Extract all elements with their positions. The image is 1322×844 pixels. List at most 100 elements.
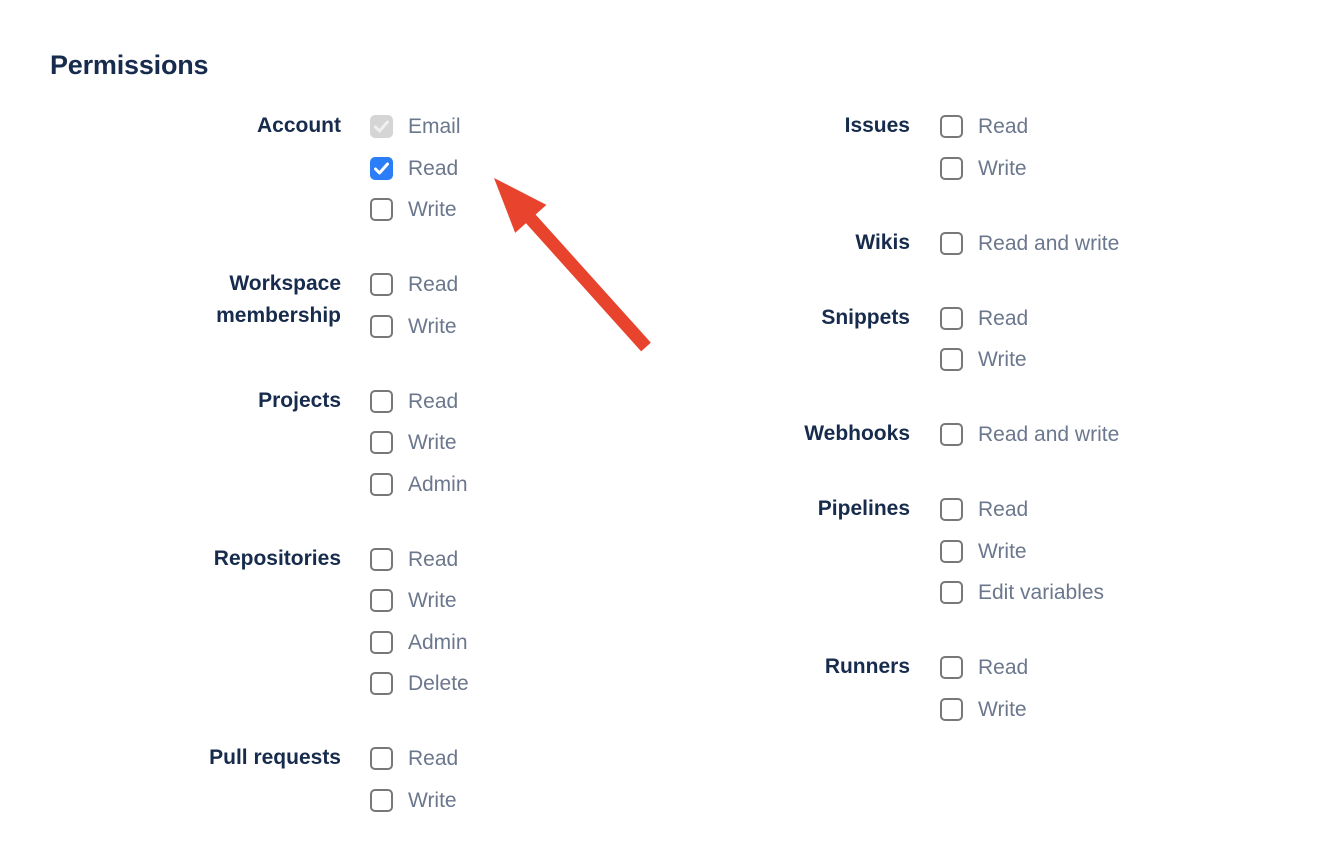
checkbox-wikis-read-and-write[interactable] — [940, 231, 963, 255]
checkbox-repositories-read[interactable] — [370, 547, 393, 571]
permission-option-label: Write — [408, 431, 457, 454]
permission-option-label: Read — [408, 273, 459, 296]
permission-option-projects-write[interactable]: Write — [370, 431, 468, 454]
permission-option-workspace-membership-read[interactable]: Read — [370, 273, 458, 296]
checkbox-account-read[interactable] — [370, 156, 393, 180]
permission-option-repositories-read[interactable]: Read — [370, 547, 469, 571]
permission-option-pipelines-read[interactable]: Read — [940, 498, 1104, 521]
checkbox-pipelines-write[interactable] — [940, 539, 963, 563]
checkbox-account-email — [370, 115, 393, 138]
permission-option-label: Edit variables — [978, 581, 1105, 604]
permission-options: Read and write — [940, 423, 1119, 465]
permission-group-label: Projects — [258, 388, 341, 412]
permission-option-label: Read — [978, 306, 1029, 330]
checkbox-projects-write[interactable] — [370, 431, 393, 454]
permission-option-label: Read — [408, 156, 459, 180]
checkbox-projects-read[interactable] — [370, 389, 393, 413]
checkbox-repositories-write[interactable] — [370, 589, 393, 612]
permission-group-label: Workspace membership — [216, 272, 341, 327]
checkbox-issues-read[interactable] — [940, 115, 963, 138]
permission-option-projects-admin[interactable]: Admin — [370, 472, 468, 496]
permission-option-issues-write[interactable]: Write — [940, 156, 1028, 180]
checkbox-repositories-admin[interactable] — [370, 630, 393, 654]
permission-option-pull-requests-write[interactable]: Write — [370, 788, 458, 812]
permission-option-projects-read[interactable]: Read — [370, 389, 468, 413]
permission-option-webhooks-read-and-write[interactable]: Read and write — [940, 423, 1119, 446]
checkbox-pipelines-edit-variables[interactable] — [940, 581, 963, 604]
permission-option-account-read[interactable]: Read — [370, 156, 461, 180]
checkbox-issues-write[interactable] — [940, 156, 963, 180]
checkbox-runners-write[interactable] — [940, 697, 963, 721]
permission-option-pipelines-edit-variables[interactable]: Edit variables — [940, 581, 1104, 604]
permission-option-pull-requests-read[interactable]: Read — [370, 747, 458, 770]
permission-option-label: Write — [408, 198, 457, 221]
permission-option-label: Read and write — [978, 231, 1120, 255]
page-title: Permissions — [50, 50, 209, 80]
checkbox-workspace-membership-read[interactable] — [370, 273, 393, 296]
permission-option-label: Read — [978, 498, 1029, 521]
permission-option-wikis-read-and-write[interactable]: Read and write — [940, 231, 1120, 255]
permission-option-label: Write — [978, 697, 1027, 721]
permission-option-label: Write — [978, 539, 1027, 563]
checkbox-account-write[interactable] — [370, 198, 393, 221]
checkbox-pull-requests-read[interactable] — [370, 747, 393, 770]
permission-option-label: Read and write — [978, 423, 1120, 446]
checkbox-pipelines-read[interactable] — [940, 498, 963, 521]
permission-option-label: Read — [978, 656, 1029, 679]
permission-group-label: Issues — [844, 114, 910, 137]
permission-option-snippets-write[interactable]: Write — [940, 348, 1028, 371]
permission-group-label: Webhooks — [804, 422, 910, 445]
checkbox-snippets-write[interactable] — [940, 348, 963, 371]
checkbox-runners-read[interactable] — [940, 656, 963, 679]
permission-option-label: Write — [408, 589, 457, 612]
permission-option-issues-read[interactable]: Read — [940, 115, 1028, 138]
checkbox-pull-requests-write[interactable] — [370, 788, 393, 812]
permission-option-label: Read — [978, 115, 1029, 138]
permission-option-label: Read — [408, 747, 459, 770]
permission-option-runners-write[interactable]: Write — [940, 697, 1028, 721]
checkbox-repositories-delete[interactable] — [370, 672, 393, 695]
permission-option-repositories-write[interactable]: Write — [370, 589, 469, 612]
checkbox-snippets-read[interactable] — [940, 306, 963, 330]
permission-option-repositories-admin[interactable]: Admin — [370, 630, 469, 654]
permission-group-label: Snippets — [821, 305, 910, 329]
permission-option-label: Delete — [408, 672, 469, 695]
permission-option-pipelines-write[interactable]: Write — [940, 539, 1104, 563]
permission-option-account-write[interactable]: Write — [370, 198, 461, 221]
permission-group-webhooks: Webhooks Read and write — [670, 422, 1270, 465]
permission-option-runners-read[interactable]: Read — [940, 656, 1028, 679]
checkbox-webhooks-read-and-write[interactable] — [940, 423, 963, 446]
permission-group-wikis: Wikis Read and write — [670, 231, 1270, 274]
checkbox-projects-admin[interactable] — [370, 472, 393, 496]
permission-option-label: Read — [408, 547, 459, 571]
permission-option-label: Write — [978, 156, 1027, 180]
permission-option-label: Read — [408, 389, 459, 413]
permission-option-account-email[interactable]: Email — [370, 115, 461, 138]
permission-option-label: Write — [408, 314, 457, 338]
permission-option-snippets-read[interactable]: Read — [940, 306, 1029, 330]
permission-group-label: Wikis — [855, 230, 910, 254]
permission-option-workspace-membership-write[interactable]: Write — [370, 314, 458, 338]
permission-option-label: Email — [408, 115, 461, 138]
permission-group-label: Account — [257, 114, 341, 137]
permission-option-repositories-delete[interactable]: Delete — [370, 672, 469, 695]
checkbox-workspace-membership-write[interactable] — [370, 314, 393, 338]
permission-group-label: Repositories — [213, 546, 341, 570]
